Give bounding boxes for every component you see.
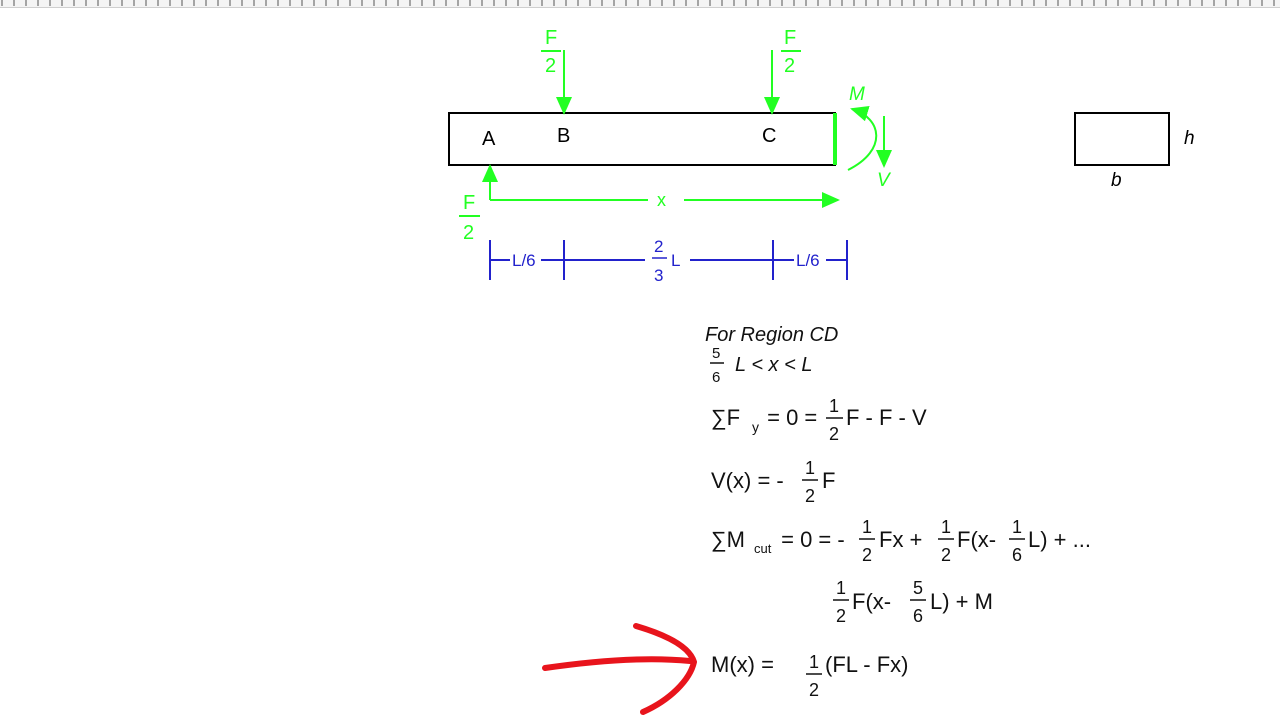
moment-label: M <box>849 84 865 105</box>
region-range-numerator: 5 <box>712 345 720 362</box>
shear-lhs: V(x) = - <box>711 468 784 493</box>
shear-denominator: 2 <box>805 486 815 506</box>
sum-m-cont-part-1: F(x- <box>852 589 897 614</box>
height-label: h <box>1184 128 1195 149</box>
shear-numerator: 1 <box>805 458 815 478</box>
region-title: For Region CD <box>705 324 838 346</box>
sum-m-cont-denominator-2: 6 <box>913 606 923 626</box>
region-range-text: L < x < L <box>735 354 812 376</box>
sum-m-part-1: Fx + <box>879 527 929 552</box>
region-range-denominator: 6 <box>712 369 720 386</box>
moment-equation: M(x) = 1 2 (FL - Fx) <box>711 652 909 700</box>
internal-moment: M <box>847 84 878 171</box>
dim-left-label: L/6 <box>512 251 536 270</box>
load-c-denominator: 2 <box>784 55 795 77</box>
sum-fy-lhs: ∑F <box>711 405 740 430</box>
region-range: 5 6 L < x < L <box>710 345 812 386</box>
sum-fy-denominator: 2 <box>829 424 839 444</box>
moment-denominator: 2 <box>809 680 819 700</box>
beam <box>448 112 836 166</box>
moment-lhs: M(x) = <box>711 652 780 677</box>
load-b-denominator: 2 <box>545 55 556 77</box>
sum-m-cont-part-2: L) + M <box>930 589 993 614</box>
sum-fy-numerator: 1 <box>829 396 839 416</box>
sum-m-equation: ∑M cut = 0 = - 1 2 Fx + 1 2 F(x- 1 6 L) … <box>711 517 1091 565</box>
moment-numerator: 1 <box>809 652 819 672</box>
highlight-arrow <box>542 623 697 715</box>
x-label: x <box>657 190 666 210</box>
sum-m-numerator-3: 1 <box>1012 517 1022 537</box>
sum-fy-sub: y <box>752 419 759 435</box>
point-b-label: B <box>557 125 570 147</box>
point-c-label: C <box>762 125 776 147</box>
reaction-a-denominator: 2 <box>463 222 474 244</box>
width-label: b <box>1111 170 1122 191</box>
sum-m-mid: = 0 = - <box>775 527 845 552</box>
equations: For Region CD 5 6 L < x < L ∑F y = 0 = 1… <box>705 324 1091 700</box>
shear-rest: F <box>822 468 835 493</box>
sum-m-numerator-1: 1 <box>862 517 872 537</box>
dimension-line <box>489 240 848 280</box>
moment-rest: (FL - Fx) <box>825 652 909 677</box>
cross-section: h b <box>1074 112 1195 191</box>
sum-m-part-2: F(x- <box>957 527 1002 552</box>
load-b-numerator: F <box>545 27 557 49</box>
sum-m-cont-numerator-2: 5 <box>913 578 923 598</box>
sum-fy-equation: ∑F y = 0 = 1 2 F - F - V <box>711 396 927 444</box>
dim-mid-denominator: 3 <box>654 266 663 285</box>
shear-equation: V(x) = - 1 2 F <box>711 458 835 506</box>
reaction-a: F 2 <box>459 164 498 244</box>
sum-m-denominator-1: 2 <box>862 545 872 565</box>
sum-m-denominator-3: 6 <box>1012 545 1022 565</box>
shear-label: V <box>877 170 892 191</box>
dim-mid-symbol: L <box>671 251 680 270</box>
internal-shear: V <box>876 116 892 191</box>
reaction-a-numerator: F <box>463 192 475 214</box>
sum-m-numerator-2: 1 <box>941 517 951 537</box>
point-a-label: A <box>482 128 496 150</box>
load-b: F 2 <box>541 27 572 115</box>
sum-m-denominator-2: 2 <box>941 545 951 565</box>
load-c: F 2 <box>764 27 801 115</box>
load-c-numerator: F <box>784 27 796 49</box>
x-position-arrow: x <box>490 190 840 210</box>
sum-fy-rest: F - F - V <box>846 405 927 430</box>
sum-fy-mid: = 0 = <box>761 405 823 430</box>
dim-right-label: L/6 <box>796 251 820 270</box>
sum-m-part-3: L) + ... <box>1028 527 1091 552</box>
sum-m-cont-denominator-1: 2 <box>836 606 846 626</box>
sum-m-cont-numerator-1: 1 <box>836 578 846 598</box>
sum-m-continuation: 1 2 F(x- 5 6 L) + M <box>833 578 993 626</box>
top-ruler <box>0 0 1280 8</box>
sum-m-lhs: ∑M <box>711 527 745 552</box>
dim-mid-numerator: 2 <box>654 237 663 256</box>
sum-m-sub: cut <box>754 541 772 556</box>
